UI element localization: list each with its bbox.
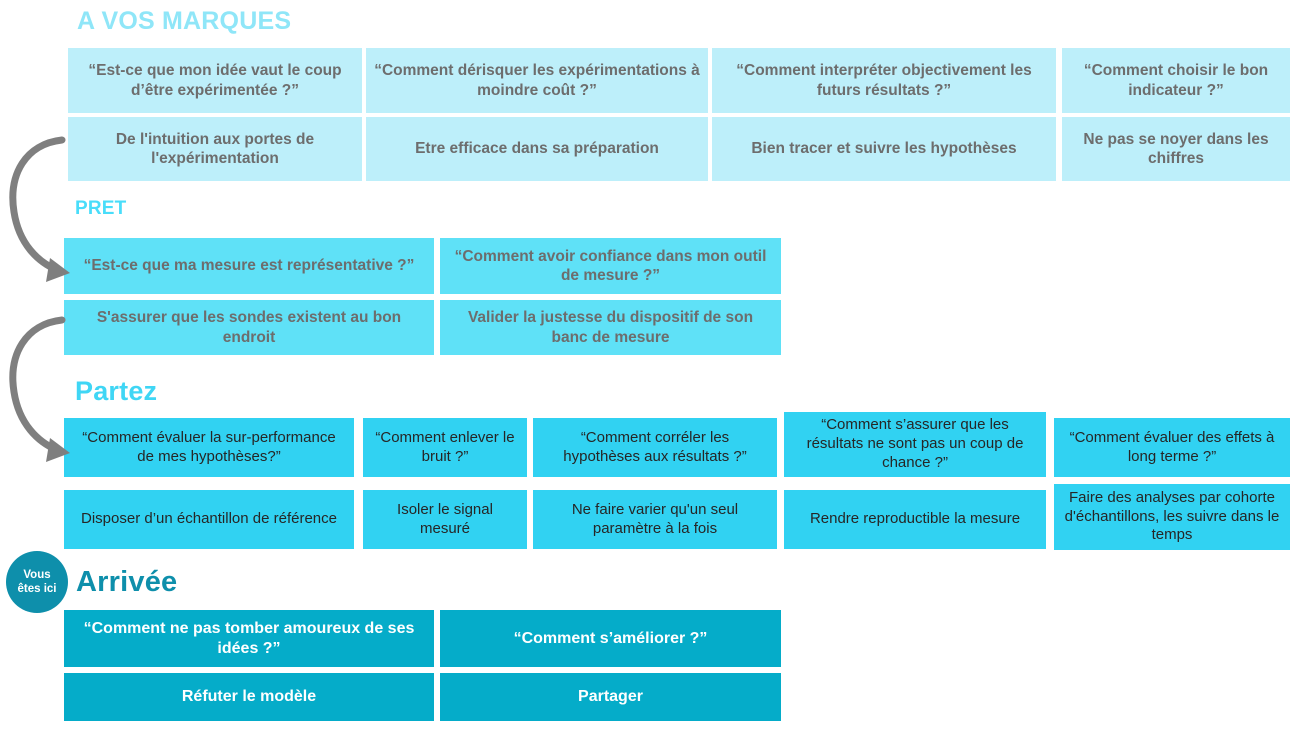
section-title-pret: PRET [75, 198, 127, 219]
question-card[interactable]: “Comment s’assurer que les résultats ne … [784, 412, 1046, 477]
question-card[interactable]: “Comment choisir le bon indicateur ?” [1062, 48, 1290, 113]
question-card[interactable]: “Comment corréler les hypothèses aux rés… [533, 418, 777, 477]
answer-card[interactable]: Bien tracer et suivre les hypothèses [712, 117, 1056, 181]
question-card[interactable]: “Comment ne pas tomber amoureux de ses i… [64, 610, 434, 667]
you-are-here-badge[interactable]: Vous êtes ici [6, 551, 68, 613]
section-title-a-vos-marques: A VOS MARQUES [77, 7, 292, 35]
section-title-partez: Partez [75, 376, 158, 406]
answer-card[interactable]: Ne faire varier qu'un seul paramètre à l… [533, 490, 777, 549]
answer-card[interactable]: Faire des analyses par cohorte d'échanti… [1054, 484, 1290, 550]
answer-card[interactable]: Etre efficace dans sa préparation [366, 117, 708, 181]
question-card[interactable]: “Est-ce que ma mesure est représentative… [64, 238, 434, 294]
question-card[interactable]: “Comment dérisquer les expérimentations … [366, 48, 708, 113]
answer-card[interactable]: Disposer d’un échantillon de référence [64, 490, 354, 549]
question-card[interactable]: “Comment s’améliorer ?” [440, 610, 781, 667]
question-card[interactable]: “Est-ce que mon idée vaut le coup d’être… [68, 48, 362, 113]
answer-card[interactable]: Rendre reproductible la mesure [784, 490, 1046, 549]
answer-card[interactable]: Partager [440, 673, 781, 721]
answer-card[interactable]: Réfuter le modèle [64, 673, 434, 721]
question-card[interactable]: “Comment évaluer la sur-performance de m… [64, 418, 354, 477]
question-card[interactable]: “Comment enlever le bruit ?” [363, 418, 527, 477]
question-card[interactable]: “Comment évaluer des effets à long terme… [1054, 418, 1290, 477]
answer-card[interactable]: De l'intuition aux portes de l'expérimen… [68, 117, 362, 181]
answer-card[interactable]: Ne pas se noyer dans les chiffres [1062, 117, 1290, 181]
question-card[interactable]: “Comment interpréter objectivement les f… [712, 48, 1056, 113]
section-title-arrivee: Arrivée [76, 566, 178, 598]
answer-card[interactable]: Valider la justesse du dispositif de son… [440, 300, 781, 355]
answer-card[interactable]: Isoler le signal mesuré [363, 490, 527, 549]
badge-line-2: êtes ici [17, 583, 57, 595]
answer-card[interactable]: S'assurer que les sondes existent au bon… [64, 300, 434, 355]
badge-line-1: Vous [23, 568, 51, 581]
question-card[interactable]: “Comment avoir confiance dans mon outil … [440, 238, 781, 294]
